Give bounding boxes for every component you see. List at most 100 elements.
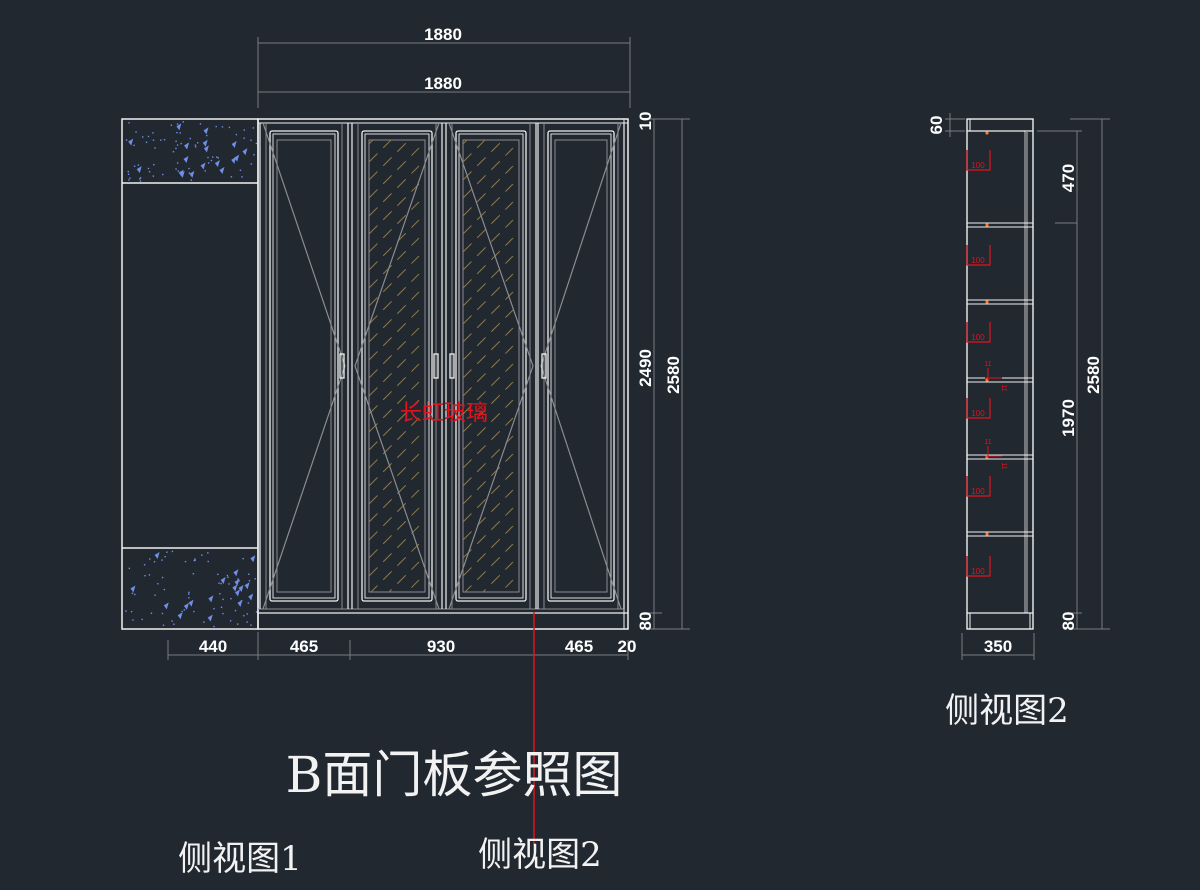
hatch-line [463,345,514,397]
terrazzo-dot [148,574,151,576]
terrazzo-dot [206,134,208,137]
dim-right-80: 80 [636,612,655,631]
panel-inset [368,139,426,593]
red-bracket [966,398,991,419]
terrazzo-chip [154,551,160,559]
terrazzo-dot [228,583,230,585]
hatch-line [463,381,514,433]
hatch-line [463,453,514,505]
terrazzo-chip [231,156,237,164]
front-view [121,58,629,666]
hatch-line [369,489,420,541]
red-bracket [966,322,991,343]
terrazzo-dot [175,168,177,170]
terrazzo-dot [176,123,179,125]
terrazzo-dot [184,560,187,563]
terrazzo-dot [194,144,197,146]
terrazzo-dot [212,156,214,158]
terrazzo-dot [238,580,240,582]
terrazzo-dot [179,132,181,134]
terrazzo-chip [232,584,238,592]
terrazzo-chip [200,162,206,170]
hatch-line [463,165,514,217]
terrazzo-chip [130,585,136,593]
terrazzo-chip [234,578,240,586]
hatch-line [463,58,513,108]
terrazzo-chip [219,166,225,174]
terrazzo-dot [139,178,141,180]
side-dim-350: 350 [984,637,1012,656]
panel-inset [462,139,520,593]
side-dim-2580: 2580 [1084,356,1103,394]
terrazzo-dot [148,171,151,173]
terrazzo-dot [250,624,252,626]
red-mark-label: 100 [971,487,985,496]
terrazzo-dot [171,550,174,553]
terrazzo-dot [132,619,134,621]
red-mark-label: 100 [971,409,985,418]
panel-frame-inner [272,133,336,599]
terrazzo-dot [145,141,148,144]
hatch-line [463,309,514,361]
hatch-line [463,201,514,253]
terrazzo-dot [152,139,155,141]
terrazzo-pattern-top [125,121,258,182]
terrazzo-dot [246,621,248,623]
hatch-line [463,147,514,199]
terrazzo-chip [202,139,208,147]
cabinet-frame [257,118,629,630]
red-mark-label: 100 [971,256,985,265]
terrazzo-dot [129,177,131,179]
hatch-line [406,579,420,592]
terrazzo-chip [163,602,169,610]
terrazzo-chip [183,602,189,610]
terrazzo-dot [189,137,192,140]
terrazzo-dot [207,560,209,563]
terrazzo-dot [229,620,232,622]
side-cabinet-outline [966,118,1034,630]
hatch-line [463,363,514,415]
hatch-line [369,616,419,666]
shelf-pin [985,223,989,227]
terrazzo-dot [213,607,215,610]
terrazzo-dot [252,127,255,129]
drawing-title: B面门板参照图 [286,746,623,804]
terrazzo-dot [221,126,224,128]
terrazzo-dot [217,157,219,159]
hatch-line [463,219,514,271]
terrazzo-chip [238,585,244,593]
terrazzo-dot [161,559,163,561]
swing-indicator [354,122,440,610]
terrazzo-dot [235,133,238,136]
terrazzo-dot [241,176,243,178]
terrazzo-dot [247,602,250,604]
small-mark-label: 11 [984,361,991,368]
terrazzo-dot [149,558,151,560]
dim-bottom-465b: 465 [565,637,593,656]
terrazzo-dot [161,576,164,579]
terrazzo-dot [171,620,173,622]
hatch-line [369,58,419,108]
terrazzo-dot [192,573,195,575]
terrazzo-dot [133,144,135,147]
terrazzo-dot [194,559,196,561]
terrazzo-dot [175,140,177,143]
terrazzo-dot [137,164,140,166]
terrazzo-dot [239,169,242,172]
terrazzo-chip [203,127,209,135]
hatch-line [463,471,514,523]
terrazzo-chip [188,599,194,607]
hatch-line [369,399,420,451]
hatch-line [369,417,420,469]
panel-inset [554,139,608,593]
terrazzo-dot [162,624,165,626]
terrazzo-dot [188,167,190,170]
panel-frame-outer [455,130,527,602]
hatch-line [369,237,420,289]
terrazzo-dot [125,610,127,612]
hatch-line [463,327,514,379]
hatch-line [369,471,420,523]
terrazzo-dot [135,131,137,133]
